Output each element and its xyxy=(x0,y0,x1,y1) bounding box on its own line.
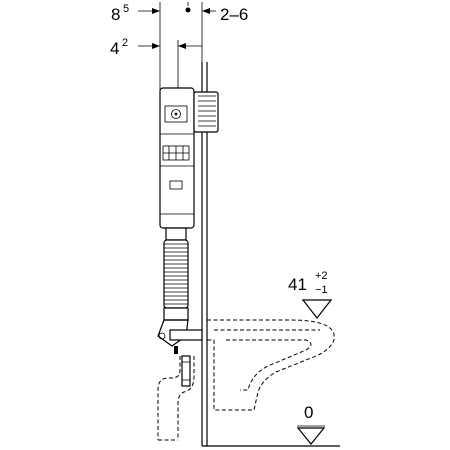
flush-plate xyxy=(193,91,219,133)
flush-pipe xyxy=(163,227,189,321)
arrow-8-5-head xyxy=(152,8,160,14)
floor-level-marker xyxy=(296,425,326,445)
dim-2-6-text: 2–6 xyxy=(220,5,248,24)
dim-41-tol-plus: +2 xyxy=(315,270,328,282)
pan-outline xyxy=(207,319,335,411)
toilet-pan xyxy=(207,319,335,411)
dim-41-base: 41 xyxy=(288,275,307,294)
dim-4-2-sup: 2 xyxy=(122,37,128,49)
connector-bend xyxy=(157,319,189,347)
flush-plate-body xyxy=(193,91,219,133)
dim-8-5-sup: 5 xyxy=(123,3,129,15)
cistern-small-rect xyxy=(169,180,183,190)
dim-41-tol-minus: −1 xyxy=(315,284,328,296)
dimension-4-2: 4 2 xyxy=(110,37,128,58)
arrow-4-2-head-right xyxy=(178,43,186,49)
top-dimension-arrows xyxy=(138,2,216,92)
connector-screw xyxy=(158,332,166,340)
dimension-8-5: 8 5 xyxy=(111,3,129,24)
pan-height-triangle xyxy=(301,299,333,319)
waste-pipe xyxy=(157,355,195,441)
connector-stub xyxy=(174,346,178,354)
flush-pipe-body xyxy=(163,239,189,309)
floor-level-triangle xyxy=(296,427,326,445)
dimension-41: 41 +2 −1 xyxy=(288,270,328,296)
flush-pipe-connector xyxy=(163,307,189,321)
center-dot xyxy=(185,7,191,13)
waste-pipe-clip xyxy=(181,355,191,387)
connector-horizontal xyxy=(169,329,203,341)
cistern-top-box xyxy=(164,105,188,123)
dimension-2-6: 2–6 xyxy=(220,5,248,24)
flush-pipe-corrugation xyxy=(164,243,188,305)
cistern-valve-dot xyxy=(174,112,178,116)
dimension-0: 0 xyxy=(304,403,313,422)
arrow-4-2-head-left xyxy=(152,43,160,49)
waste-pipe-inner xyxy=(177,356,195,440)
arrow-2-6-head xyxy=(202,8,210,14)
flush-pipe-collar xyxy=(165,227,187,241)
dim-0-text: 0 xyxy=(304,403,313,422)
dim-8-5-base: 8 xyxy=(111,5,120,24)
cistern-valve-circle xyxy=(171,109,181,119)
cistern xyxy=(159,87,195,229)
pan-connector xyxy=(157,319,203,354)
waste-pipe-outer-left xyxy=(157,356,181,440)
dim-4-2-base: 4 xyxy=(110,39,119,58)
pan-bowl-inner xyxy=(226,339,312,391)
pan-height-marker xyxy=(301,299,333,319)
